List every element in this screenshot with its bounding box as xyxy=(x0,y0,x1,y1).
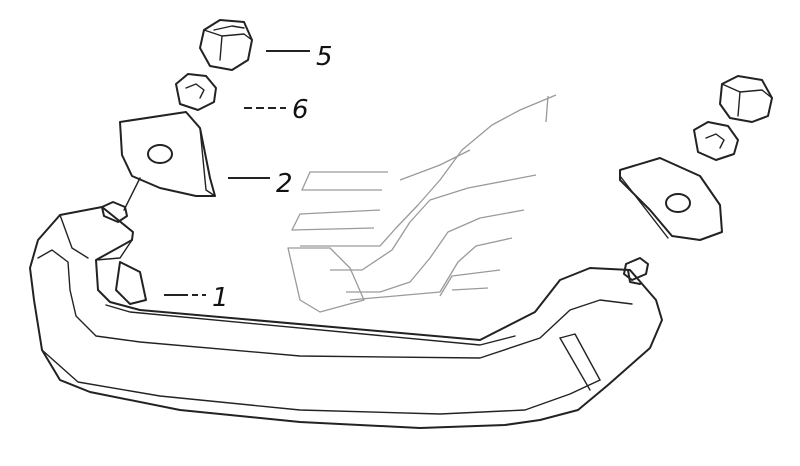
bracket-plate-right xyxy=(619,157,723,241)
callout-5: 5 xyxy=(266,42,333,72)
watermark-logo xyxy=(287,94,557,313)
washer-left xyxy=(175,73,217,111)
nut-right xyxy=(719,75,773,123)
callout-1: 1 xyxy=(164,283,229,313)
nut-left xyxy=(199,19,253,71)
bracket-plate-left xyxy=(119,111,216,211)
handle-part xyxy=(29,201,663,429)
washer-right xyxy=(693,121,739,161)
callout-6: 6 xyxy=(244,95,309,125)
callout-5-label: 5 xyxy=(316,42,333,72)
callout-1-label: 1 xyxy=(212,283,229,313)
callout-2-label: 2 xyxy=(276,169,293,199)
callout-2: 2 xyxy=(228,169,293,199)
callout-6-label: 6 xyxy=(292,95,309,125)
